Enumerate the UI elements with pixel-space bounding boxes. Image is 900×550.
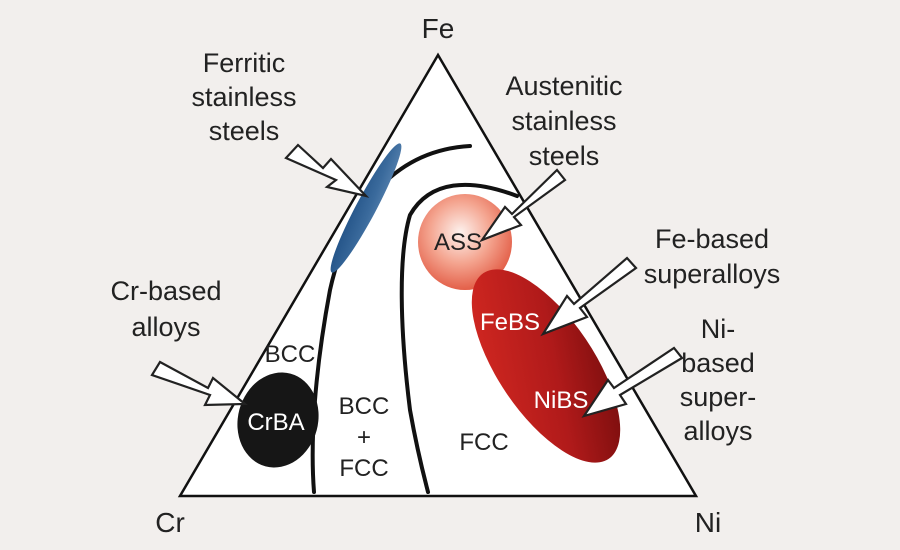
phase-label-mixed-line-1: BCC: [339, 393, 390, 420]
callout-fe-based-line-2: superalloys: [644, 259, 781, 289]
callout-ni-based-line-1: Ni-: [701, 314, 736, 344]
callout-fe-based-line-1: Fe-based: [655, 224, 769, 254]
callout-ni-based-line-3: super-: [680, 382, 757, 412]
corner-label-ni: Ni: [695, 507, 721, 538]
corner-label-fe: Fe: [422, 13, 455, 44]
febs-nibs-region: [471, 269, 621, 463]
region-label-nibs: NiBS: [534, 387, 589, 414]
phase-label-fcc: FCC: [459, 429, 508, 456]
region-label-febs: FeBS: [480, 309, 540, 336]
arrow-cr-based: [150, 360, 249, 407]
callout-ferritic-line-1: Ferritic: [203, 48, 286, 78]
callout-austenitic-line-2: stainless: [511, 106, 616, 136]
phase-label-mixed-line-2: +: [357, 424, 371, 451]
phase-label-bcc: BCC: [265, 341, 316, 368]
arrow-ferritic: [284, 143, 370, 198]
phase-boundary-fcc: [399, 182, 519, 494]
callout-cr-based-line-2: alloys: [131, 312, 200, 342]
callout-austenitic-line-1: Austenitic: [505, 71, 622, 101]
arrow-austenitic: [479, 168, 567, 243]
crba-region: [237, 372, 319, 468]
corner-label-cr: Cr: [155, 507, 185, 538]
phase-label-mixed-line-3: FCC: [339, 455, 388, 482]
region-label-crba: CrBA: [247, 409, 304, 436]
arrow-fe-based: [540, 256, 638, 337]
callout-ferritic-line-3: steels: [209, 116, 280, 146]
ass-region: [418, 194, 512, 290]
callout-ni-based-line-2: based: [681, 348, 755, 378]
callout-ni-based-line-4: alloys: [683, 416, 752, 446]
ferritic-stainless-region: [330, 143, 402, 273]
callout-ferritic-line-2: stainless: [191, 82, 296, 112]
callout-austenitic-line-3: steels: [529, 141, 600, 171]
arrow-ni-based: [581, 346, 684, 418]
callout-cr-based-line-1: Cr-based: [110, 276, 221, 306]
region-label-ass: ASS: [434, 229, 482, 256]
